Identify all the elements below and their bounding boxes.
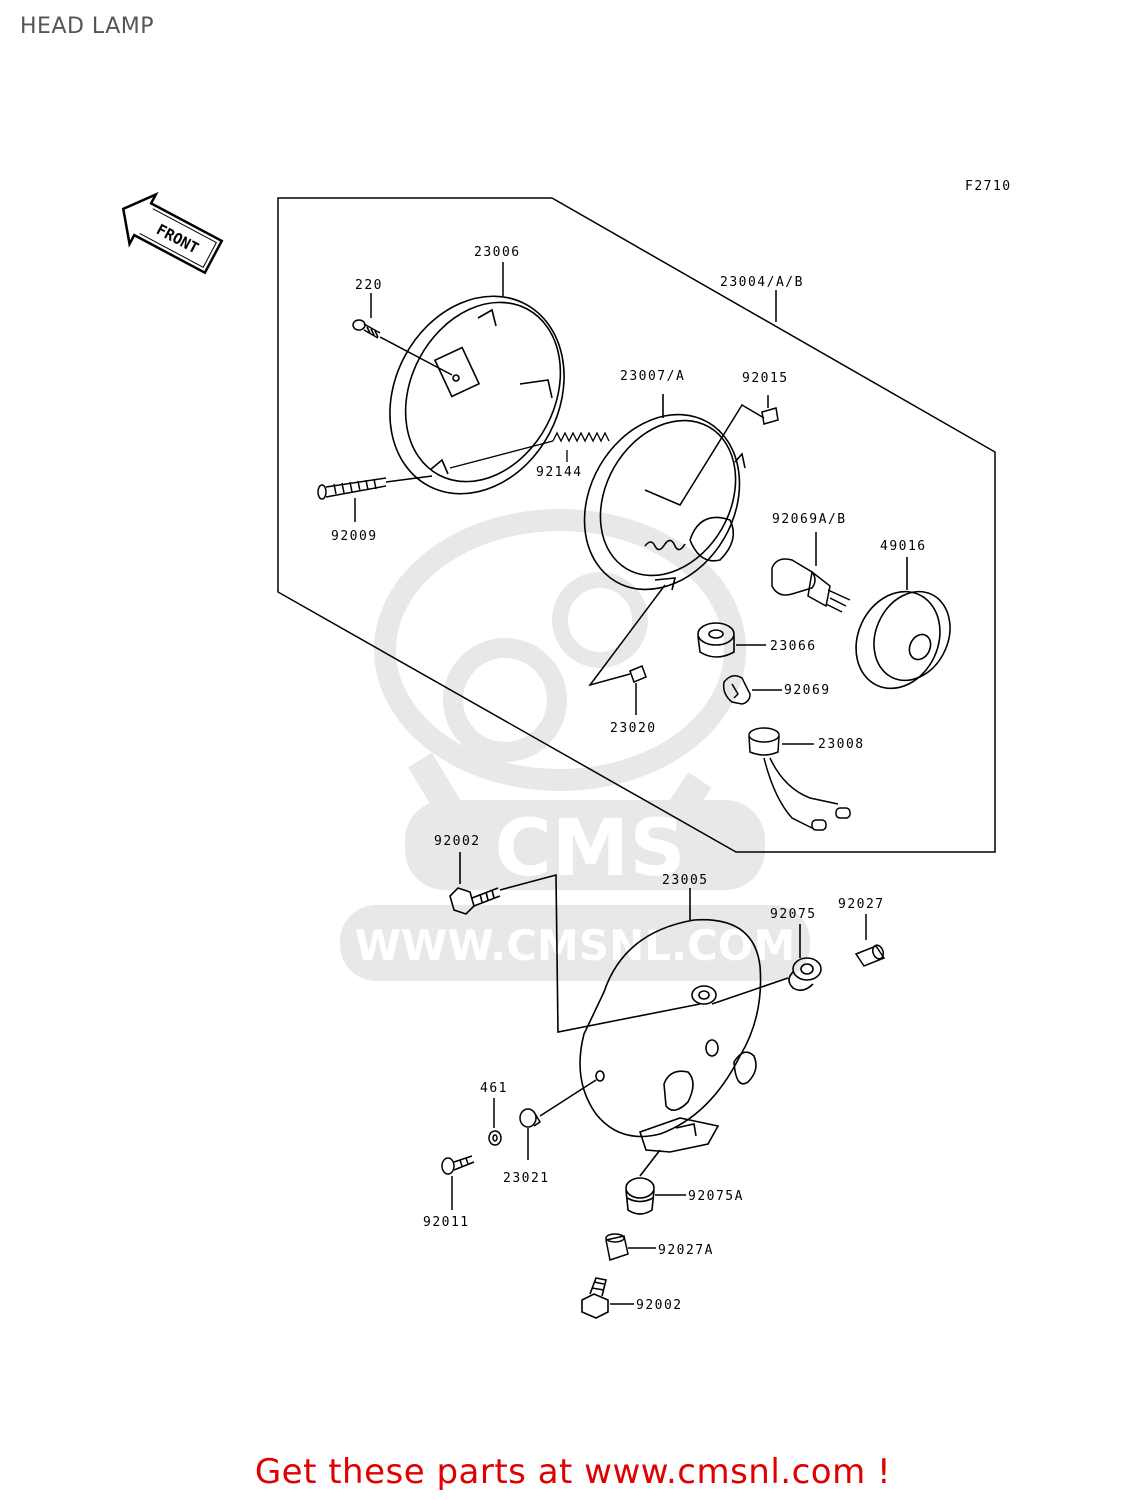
clip-92015 [644,395,779,506]
bolt-92002-top [449,852,701,1033]
socket-23008 [748,727,851,831]
footer-link-text[interactable]: Get these parts at www.cmsnl.com ! [254,1452,892,1492]
collar-92027A [605,1233,656,1261]
collar-92027 [854,914,886,967]
figure-code: F2710 [965,179,1012,194]
part-label: 92075 [770,907,817,922]
part-label: 92027 [838,897,885,912]
bolt-23021 [519,1079,597,1160]
part-label: 49016 [880,539,927,554]
part-label: 92015 [742,371,789,386]
part-label: 23020 [610,721,657,736]
part-label: 23005 [662,873,709,888]
page-title: HEAD LAMP [20,14,154,39]
part-label: 92002 [434,834,481,849]
cover-49016 [855,557,951,690]
part-label: 92075A [688,1189,744,1204]
cms-watermark [340,509,810,981]
bolt-92002-bottom [581,1277,634,1319]
grommet-23066 [697,622,766,658]
grommet-92075 [711,924,822,1005]
part-label: 23007/A [620,369,685,384]
spring-92144 [449,431,610,469]
housing-23005 [579,888,762,1153]
part-label: 92144 [536,465,583,480]
part-label: 92027A [658,1243,714,1258]
watermark-brand: CMS [494,804,685,894]
watermark-url: WWW.CMSNL.COM [355,921,796,970]
part-label: 23004/A/B [720,275,804,290]
screw-92009 [317,475,433,522]
screw-220 [352,319,453,376]
part-label: 461 [480,1081,508,1096]
front-arrow [121,191,224,275]
clip-23020 [588,584,666,715]
part-label: 23066 [770,639,817,654]
part-label: 23021 [503,1171,550,1186]
part-label: 92011 [423,1215,470,1230]
reflector-ring-23007 [583,394,746,591]
bulb-92069 [722,675,782,705]
part-label: 92069 [784,683,831,698]
bulb-92069AB [771,532,851,613]
part-label: 92002 [636,1298,683,1313]
part-label: 92069A/B [772,512,847,527]
rim-23006 [389,295,565,495]
part-label: 23006 [474,245,521,260]
screw-92011 [441,1155,475,1210]
part-label: 220 [355,278,383,293]
part-label: 92009 [331,529,378,544]
assembly-outline [277,197,996,853]
part-label: 23008 [818,737,865,752]
nut-461 [488,1098,502,1146]
grommet-92075A [625,1149,686,1215]
